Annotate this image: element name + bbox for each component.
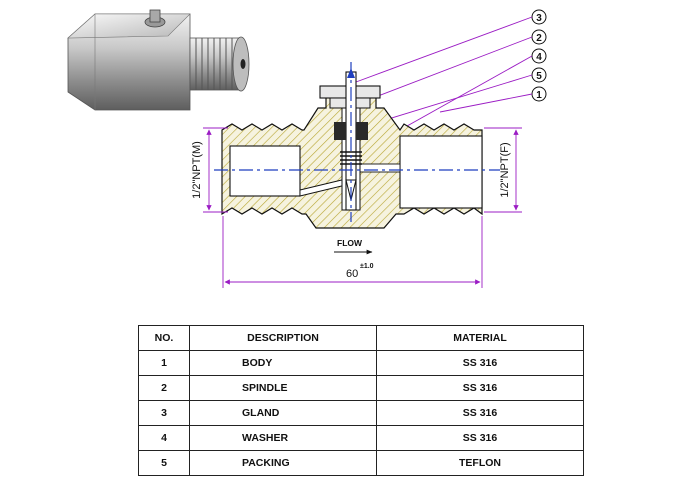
callout-1: 1 [531, 86, 547, 102]
cell-no: 3 [138, 400, 190, 426]
callout-5: 5 [531, 67, 547, 83]
svg-text:3: 3 [536, 13, 542, 24]
svg-text:1: 1 [536, 90, 542, 101]
right-port-label: 1/2"NPT(F) [499, 142, 511, 197]
length-value: 60 [346, 268, 358, 280]
photo-thread [189, 36, 250, 92]
cell-no: 5 [138, 450, 190, 476]
product-photo [67, 9, 250, 111]
centerlines [214, 62, 500, 222]
cell-material: TEFLON [376, 450, 584, 476]
header-material: MATERIAL [376, 325, 584, 351]
cell-material: SS 316 [376, 400, 584, 426]
header-description: DESCRIPTION [189, 325, 377, 351]
cell-description: BODY [189, 350, 377, 376]
leader-lines [345, 16, 533, 159]
cell-description: SPINDLE [189, 375, 377, 401]
cell-description: PACKING [189, 450, 377, 476]
dimension-length [222, 216, 483, 288]
cell-no: 1 [138, 350, 190, 376]
cell-description: WASHER [189, 425, 377, 451]
cell-no: 4 [138, 425, 190, 451]
valve-drawing: 3 2 4 5 1 [67, 9, 547, 288]
callout-4: 4 [531, 48, 547, 64]
cell-no: 2 [138, 375, 190, 401]
svg-text:5: 5 [536, 71, 542, 82]
table-header-row: NO. DESCRIPTION MATERIAL [138, 325, 584, 351]
cell-material: SS 316 [376, 350, 584, 376]
dimension-left-port [203, 127, 228, 213]
left-port-label: 1/2"NPT(M) [191, 141, 203, 199]
cell-material: SS 316 [376, 425, 584, 451]
table-row: 2 SPINDLE SS 316 [138, 375, 584, 401]
table-row: 1 BODY SS 316 [138, 350, 584, 376]
svg-text:2: 2 [536, 33, 542, 44]
parts-table: NO. DESCRIPTION MATERIAL 1 BODY SS 316 2… [138, 325, 584, 476]
cell-material: SS 316 [376, 375, 584, 401]
header-no: NO. [138, 325, 190, 351]
cell-description: GLAND [189, 400, 377, 426]
svg-text:4: 4 [536, 52, 542, 63]
dimension-right-port [484, 127, 522, 213]
table-row: 4 WASHER SS 316 [138, 425, 584, 451]
callout-2: 2 [531, 29, 547, 45]
flow-label: FLOW [337, 238, 363, 248]
table-row: 3 GLAND SS 316 [138, 400, 584, 426]
table-row: 5 PACKING TEFLON [138, 450, 584, 476]
callout-3: 3 [531, 9, 547, 25]
spindle-arrow-icon [347, 68, 355, 78]
length-tolerance: ±1.0 [360, 263, 374, 270]
